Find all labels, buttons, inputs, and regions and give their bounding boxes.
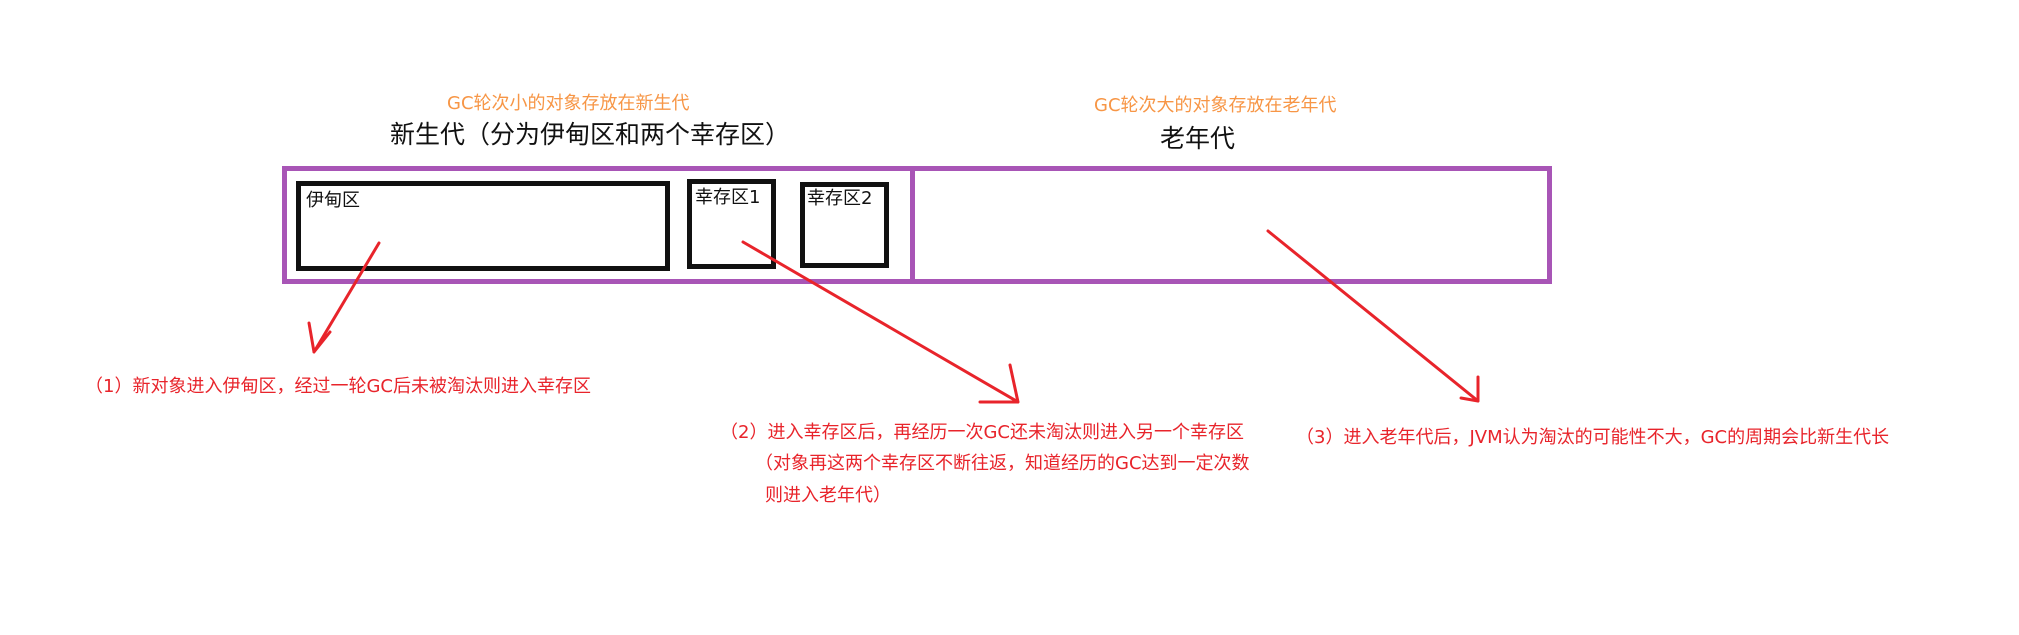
survivor-2-region <box>800 182 889 268</box>
eden-label: 伊甸区 <box>306 190 360 211</box>
annotation-step-2-line-2: （对象再这两个幸存区不断往返，知道经历的GC达到一定次数 <box>755 453 1250 474</box>
eden-region <box>296 181 670 271</box>
old-gen-title: 老年代 <box>1160 124 1236 153</box>
arrow-to-old-gen <box>1266 229 1480 403</box>
old-gen-note: GC轮次大的对象存放在老年代 <box>1094 95 1337 116</box>
young-gen-note: GC轮次小的对象存放在新生代 <box>447 93 690 114</box>
old-gen-region <box>910 166 1552 284</box>
annotation-step-3: （3）进入老年代后，JVM认为淘汰的可能性不大，GC的周期会比新生代长 <box>1296 427 1890 448</box>
survivor-1-region <box>687 179 776 269</box>
annotation-step-2-line-1: （2）进入幸存区后，再经历一次GC还未淘汰则进入另一个幸存区 <box>720 422 1244 443</box>
arrow-survivor-to-survivor <box>741 240 1020 404</box>
survivor-1-label: 幸存区1 <box>695 187 761 208</box>
young-gen-title: 新生代（分为伊甸区和两个幸存区） <box>390 120 791 149</box>
annotation-step-1: （1）新对象进入伊甸区，经过一轮GC后未被淘汰则进入幸存区 <box>85 376 591 397</box>
survivor-2-label: 幸存区2 <box>807 188 873 209</box>
arrow-eden-to-survivor <box>307 241 381 354</box>
annotation-step-2-line-3: 则进入老年代） <box>765 485 891 506</box>
